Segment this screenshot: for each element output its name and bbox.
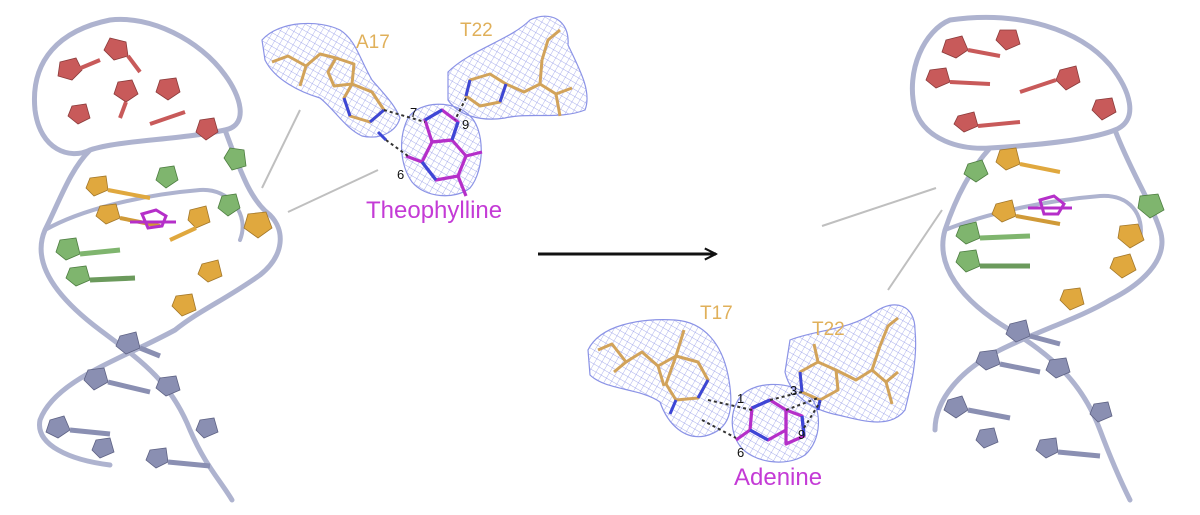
right-pocket-ligand bbox=[1028, 194, 1072, 216]
right-ligand-label: Adenine bbox=[734, 464, 823, 491]
right-residue-t17-label: T17 bbox=[700, 303, 733, 324]
left-binding-detail bbox=[261, 15, 588, 197]
right-rna-structure bbox=[909, 15, 1165, 503]
right-residue-t17-atoms bbox=[668, 379, 710, 415]
left-bond-label-6: 6 bbox=[397, 167, 405, 182]
right-bond-label-6: 6 bbox=[737, 445, 745, 460]
right-residue-t22-label: T22 bbox=[812, 319, 845, 340]
left-loop-bases bbox=[57, 37, 219, 141]
right-density-mesh-t22 bbox=[784, 304, 917, 423]
right-bond-label-3: 3 bbox=[790, 383, 798, 398]
right-density-mesh-t17 bbox=[587, 319, 732, 438]
right-binding-detail bbox=[587, 304, 917, 463]
left-orange-bases bbox=[85, 175, 273, 317]
right-bond-label-1: 1 bbox=[737, 391, 745, 406]
left-zoom-line-bottom bbox=[287, 169, 379, 213]
left-residue-t22-label: T22 bbox=[460, 20, 493, 41]
right-zoom-line-top bbox=[821, 187, 937, 227]
right-green-bases bbox=[955, 159, 1165, 273]
left-zoom-line-top bbox=[261, 109, 301, 189]
right-adenine-atoms bbox=[749, 398, 806, 442]
left-theophylline-atoms bbox=[420, 108, 460, 181]
left-backbone-strand bbox=[31, 16, 243, 157]
right-backbone-strand bbox=[909, 15, 1133, 151]
left-green-bases bbox=[55, 147, 247, 287]
right-zoom-line-bottom bbox=[887, 209, 943, 291]
right-backbone-strand-4 bbox=[943, 193, 1143, 242]
left-rna-structure bbox=[31, 16, 283, 503]
left-hydrogen-bonds bbox=[383, 97, 467, 157]
left-residue-a17-atoms bbox=[342, 97, 388, 142]
left-residue-t22-atoms bbox=[464, 79, 508, 103]
left-bond-label-7: 7 bbox=[410, 105, 418, 120]
right-density-mesh-adenine bbox=[731, 383, 820, 463]
left-residue-a17-label: A17 bbox=[356, 32, 390, 53]
left-backbone-strand-2 bbox=[38, 147, 235, 503]
right-hydrogen-bonds bbox=[701, 391, 821, 439]
left-density-mesh-ligand bbox=[401, 103, 482, 197]
right-residue-t22-atoms bbox=[798, 371, 822, 411]
right-bond-label-9: 9 bbox=[798, 427, 806, 442]
left-ligand-label: Theophylline bbox=[366, 197, 503, 224]
left-backbone-strand-4 bbox=[43, 187, 245, 242]
right-stem-bases bbox=[943, 319, 1113, 459]
left-stem-bases bbox=[45, 331, 219, 469]
left-backbone-strand-3 bbox=[37, 127, 283, 468]
left-pocket-ligand bbox=[130, 208, 176, 230]
right-orange-bases bbox=[991, 147, 1145, 311]
right-loop-bases bbox=[925, 29, 1117, 133]
right-backbone-strand-2 bbox=[940, 145, 1133, 503]
left-bond-label-9: 9 bbox=[462, 117, 470, 132]
